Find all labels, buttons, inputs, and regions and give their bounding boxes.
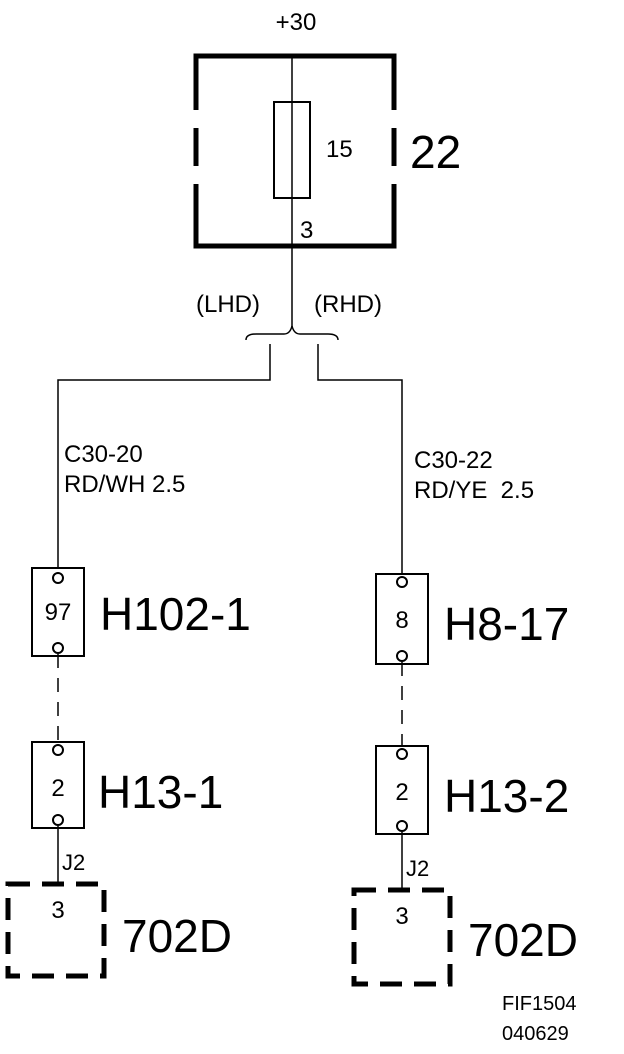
right-ground-pin-label: J2 <box>406 856 429 881</box>
connector-h8-17: 8 <box>375 573 429 665</box>
left-ground-pin-label: J2 <box>62 850 85 875</box>
variant-brace <box>245 325 339 341</box>
right-wire <box>317 344 403 578</box>
fuse-value: 15 <box>326 136 353 163</box>
connector-id: H8-17 <box>444 598 569 650</box>
fuse-box <box>193 53 397 249</box>
left-wire <box>57 344 271 574</box>
connector-pin: 97 <box>45 599 72 626</box>
rhd-label: (RHD) <box>314 291 382 318</box>
left-wire-spec: RD/WH 2.5 <box>64 471 185 498</box>
lhd-label: (LHD) <box>196 291 260 318</box>
left-wire-code: C30-20 <box>64 441 143 468</box>
connector-id: H13-2 <box>444 770 569 822</box>
connector-h102-1: 97 <box>31 567 85 657</box>
ground-pin: 3 <box>395 903 408 930</box>
ground-702d-right: 3 <box>351 887 453 987</box>
figure-date: 040629 <box>502 1023 569 1045</box>
connector-h13-2: 2 <box>375 745 429 835</box>
ground-id: 702D <box>468 914 578 966</box>
ground-702d-left: 3 <box>5 881 107 979</box>
connector-id: H13-1 <box>98 766 223 818</box>
connector-pin: 2 <box>395 779 408 806</box>
connector-pin: 8 <box>395 607 408 634</box>
figure-code: FIF1504 <box>502 993 576 1015</box>
connector-h13-1: 2 <box>31 741 85 829</box>
connector-pin: 2 <box>51 775 64 802</box>
right-wire-spec: RD/YE 2.5 <box>414 477 534 504</box>
connector-id: H102-1 <box>100 588 251 640</box>
fuse-terminal: 3 <box>300 217 313 244</box>
ground-id: 702D <box>122 910 232 962</box>
ground-pin: 3 <box>51 897 64 924</box>
right-wire-code: C30-22 <box>414 447 493 474</box>
fuse-box-id: 22 <box>410 126 461 178</box>
supply-label: +30 <box>276 9 317 36</box>
